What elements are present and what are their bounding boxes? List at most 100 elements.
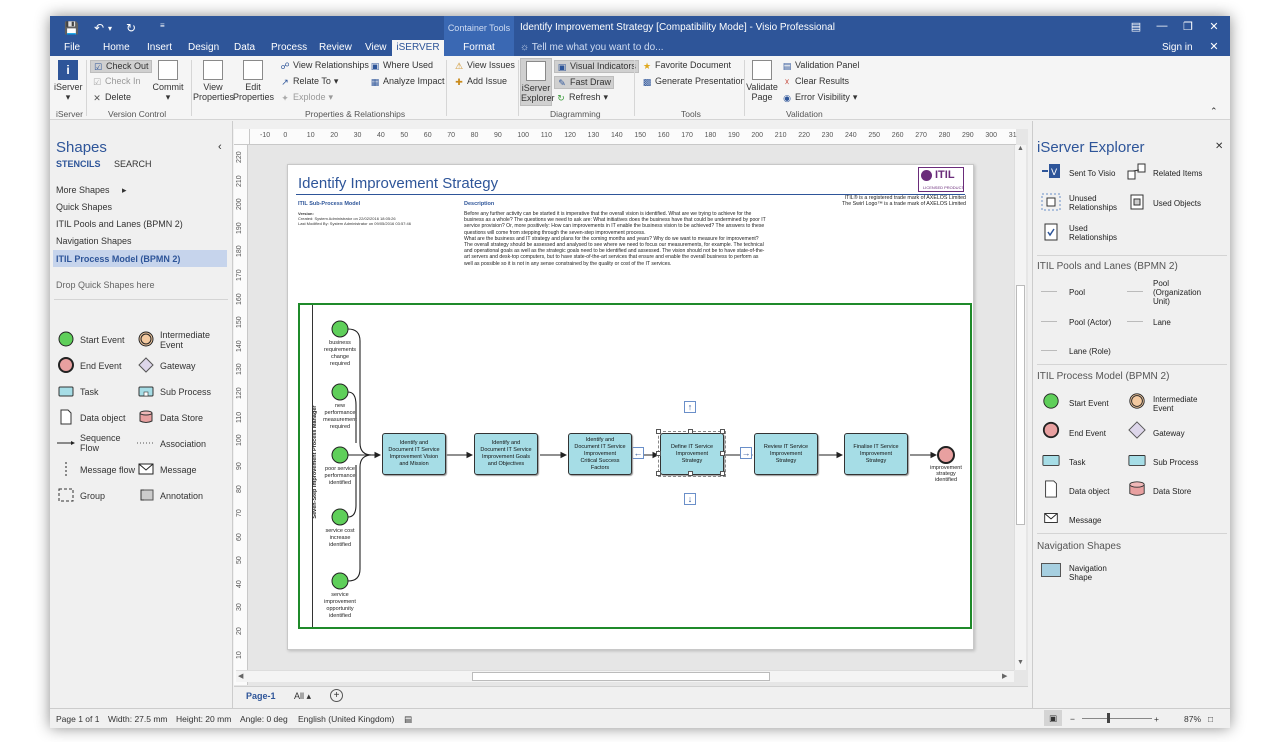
- validate-page-button[interactable]: Validate Page: [746, 60, 778, 102]
- view-issues-button[interactable]: ⚠View Issues: [454, 60, 515, 71]
- annotation-icon[interactable]: [138, 487, 154, 503]
- presentation-mode-icon[interactable]: ▣: [1044, 710, 1062, 726]
- data-store-shape[interactable]: Data Store: [1153, 487, 1192, 496]
- used-objects-button[interactable]: Used Objects: [1153, 199, 1202, 208]
- sequence-flow-icon[interactable]: [56, 435, 76, 451]
- resize-handle[interactable]: [688, 429, 693, 434]
- pool-actor-shape[interactable]: Pool (Actor): [1069, 318, 1112, 327]
- scroll-left-icon[interactable]: ◀: [238, 673, 244, 680]
- end-event[interactable]: [936, 445, 956, 465]
- minimize-icon[interactable]: —: [1156, 20, 1168, 32]
- scroll-right-icon[interactable]: ▶: [1002, 673, 1008, 680]
- end-event-icon[interactable]: [58, 357, 74, 373]
- start-event[interactable]: [330, 571, 350, 591]
- sub-process-shape[interactable]: Sub Process: [1153, 458, 1199, 467]
- analyze-impact-button[interactable]: ▦Analyze Impact: [370, 76, 445, 87]
- unused-relationships-button[interactable]: Unused Relationships: [1069, 194, 1118, 212]
- customize-qat-icon[interactable]: ≡: [160, 21, 165, 30]
- data-object-icon[interactable]: [58, 409, 74, 425]
- error-visibility-button[interactable]: ◉Error Visibility▾: [783, 92, 858, 103]
- zoom-out-icon[interactable]: −: [1070, 714, 1075, 724]
- quick-shapes-item[interactable]: Quick Shapes: [56, 202, 113, 212]
- data-object-shape[interactable]: Data object: [1069, 487, 1110, 496]
- resize-handle[interactable]: [688, 471, 693, 476]
- tab-page-1[interactable]: Page-1: [246, 691, 276, 701]
- all-pages-dropdown[interactable]: All ▴: [294, 691, 312, 701]
- delete-button[interactable]: ✕Delete: [93, 92, 132, 103]
- message-flow-icon[interactable]: [58, 461, 74, 477]
- close-document-icon[interactable]: ✕: [1209, 41, 1219, 53]
- sub-process-icon[interactable]: [138, 383, 154, 399]
- navigation-shapes-item[interactable]: Navigation Shapes: [56, 236, 132, 246]
- edit-properties-button[interactable]: Edit Properties: [233, 60, 274, 102]
- sign-in-link[interactable]: Sign in: [1162, 42, 1193, 53]
- task-shape[interactable]: Task: [1069, 458, 1086, 467]
- maximize-icon[interactable]: ❐: [1183, 21, 1193, 33]
- view-properties-button[interactable]: View Properties: [193, 60, 234, 102]
- drawing-page[interactable]: Identify Improvement Strategy ITIL LICEN…: [287, 164, 974, 650]
- refresh-button[interactable]: ↻Refresh▾: [557, 92, 609, 103]
- zoom-slider[interactable]: [1082, 718, 1152, 719]
- fast-draw-button[interactable]: ✎Fast Draw: [554, 76, 615, 89]
- scrollbar-thumb[interactable]: [472, 672, 770, 681]
- diagram-title[interactable]: Identify Improvement Strategy: [298, 175, 499, 192]
- undo-dropdown-icon[interactable]: ▾: [108, 24, 113, 33]
- redo-icon[interactable]: ↻: [126, 21, 137, 35]
- lane-role-shape[interactable]: Lane (Role): [1069, 347, 1111, 356]
- collapse-ribbon-icon[interactable]: ⌃: [1210, 106, 1218, 116]
- tab-home[interactable]: Home: [103, 42, 130, 53]
- language[interactable]: English (United Kingdom): [298, 714, 395, 724]
- close-panel-icon[interactable]: ✕: [1215, 141, 1224, 152]
- intermediate-event-shape[interactable]: Intermediate Event: [1153, 395, 1198, 413]
- gateway-icon[interactable]: [138, 357, 154, 373]
- start-event[interactable]: [330, 507, 350, 527]
- zoom-slider-thumb[interactable]: [1107, 713, 1110, 723]
- task-icon[interactable]: [58, 383, 74, 399]
- add-issue-button[interactable]: ✚Add Issue: [455, 76, 508, 87]
- tab-view[interactable]: View: [365, 42, 387, 53]
- clear-results-button[interactable]: ☓Clear Results: [782, 76, 849, 87]
- send-to-visio-button[interactable]: Sent To Visio: [1069, 169, 1116, 178]
- explode-button[interactable]: ✦Explode▾: [281, 92, 334, 103]
- ribbon-display-icon[interactable]: ▤: [1130, 21, 1142, 33]
- end-event-shape[interactable]: End Event: [1069, 429, 1106, 438]
- view-relationships-button[interactable]: ☍View Relationships: [280, 60, 369, 71]
- iserver-button[interactable]: i iServer▾: [54, 60, 83, 102]
- fit-page-icon[interactable]: □: [1208, 714, 1214, 724]
- start-event-icon[interactable]: [58, 331, 74, 347]
- generate-presentation-button[interactable]: ▩Generate Presentation: [642, 76, 746, 87]
- close-icon[interactable]: ✕: [1209, 21, 1219, 33]
- tab-process[interactable]: Process: [271, 42, 308, 53]
- group-icon[interactable]: [58, 487, 74, 503]
- tab-format[interactable]: Format: [444, 40, 514, 56]
- data-store-icon[interactable]: [138, 409, 154, 425]
- start-event-shape[interactable]: Start Event: [1069, 399, 1109, 408]
- resize-handle[interactable]: [656, 429, 661, 434]
- related-items-button[interactable]: Related Items: [1153, 169, 1203, 178]
- used-relationships-button[interactable]: Used Relationships: [1069, 224, 1118, 242]
- tab-data[interactable]: Data: [234, 42, 256, 53]
- tab-review[interactable]: Review: [319, 42, 352, 53]
- message-shape[interactable]: Message: [1069, 516, 1102, 525]
- page-count[interactable]: Page 1 of 1: [56, 714, 100, 724]
- check-in-button[interactable]: ☑Check In: [92, 76, 141, 87]
- resize-handle[interactable]: [720, 451, 725, 456]
- scroll-down-icon[interactable]: ▼: [1017, 659, 1024, 666]
- validation-panel-button[interactable]: ▤Validation Panel: [782, 60, 860, 71]
- undo-icon[interactable]: ↶: [94, 21, 105, 35]
- itil-process-model-item[interactable]: ITIL Process Model (BPMN 2): [53, 250, 227, 267]
- add-page-icon[interactable]: +: [330, 689, 343, 702]
- resize-handle[interactable]: [656, 471, 661, 476]
- resize-handle[interactable]: [656, 451, 661, 456]
- lane-shape[interactable]: Lane: [1153, 318, 1171, 327]
- vertical-scrollbar[interactable]: ▲ ▼: [1014, 145, 1026, 670]
- resize-handle[interactable]: [720, 471, 725, 476]
- save-icon[interactable]: 💾: [64, 21, 79, 35]
- where-used-button[interactable]: ▣Where Used: [370, 60, 434, 71]
- horizontal-scrollbar[interactable]: ◀ ▶: [236, 670, 1014, 682]
- arrow-right-icon[interactable]: →: [740, 447, 752, 459]
- collapse-panel-icon[interactable]: ‹: [218, 141, 222, 153]
